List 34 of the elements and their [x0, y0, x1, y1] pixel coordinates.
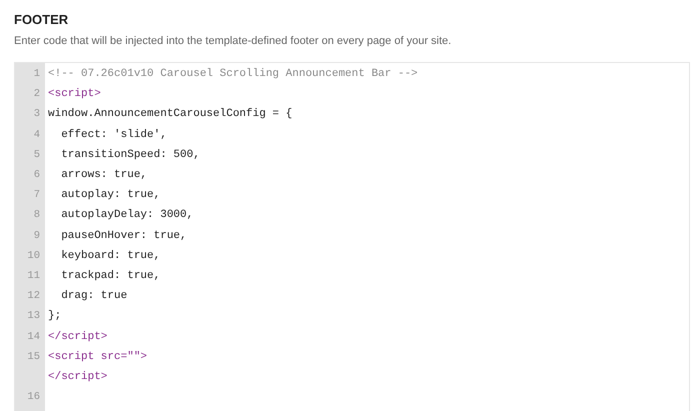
line-number: 1: [32, 67, 40, 81]
line-number: 10: [26, 248, 40, 263]
line-number: 11: [26, 269, 40, 283]
code-line: </script>: [48, 370, 108, 384]
line-number: 7: [32, 188, 40, 202]
line-number: 15: [26, 350, 40, 364]
code-line: pauseOnHover: true,: [60, 228, 187, 243]
code-line: autoplayDelay: 3000,: [60, 208, 194, 222]
code-line: <script>: [48, 87, 101, 102]
code-line: </script>: [48, 330, 108, 344]
code-line: <script src="">: [48, 350, 148, 364]
code-line: effect: 'slide',: [60, 128, 167, 142]
line-number: 5: [32, 148, 40, 162]
code-line: };: [48, 309, 62, 324]
description-text: Enter code that will be injected into the template-defined footer on every page of your site.: [14, 34, 452, 49]
line-number: 9: [32, 228, 40, 243]
line-number: 14: [26, 330, 40, 344]
line-number: 2: [32, 87, 40, 102]
line-number: 13: [26, 309, 40, 324]
line-number: 4: [32, 128, 40, 142]
code-line: autoplay: true,: [60, 188, 160, 202]
line-number: 12: [26, 289, 40, 304]
line-number: 16: [26, 390, 40, 404]
code-line: keyboard: true,: [60, 248, 160, 263]
line-number: 6: [32, 168, 40, 182]
line-number: 8: [32, 208, 40, 222]
code-line: transitionSpeed: 500,: [60, 148, 200, 162]
code-line: arrows: true,: [60, 168, 148, 182]
code-line: <!-- 07.26c01v10 Carousel Scrolling Announcement Bar -->: [48, 67, 418, 81]
code-line: trackpad: true,: [60, 269, 160, 283]
line-number: 3: [32, 107, 40, 122]
code-line: drag: true: [60, 289, 128, 304]
code-line: window.AnnouncementCarouselConfig = {: [48, 107, 292, 122]
section-heading: FOOTER: [14, 11, 68, 29]
